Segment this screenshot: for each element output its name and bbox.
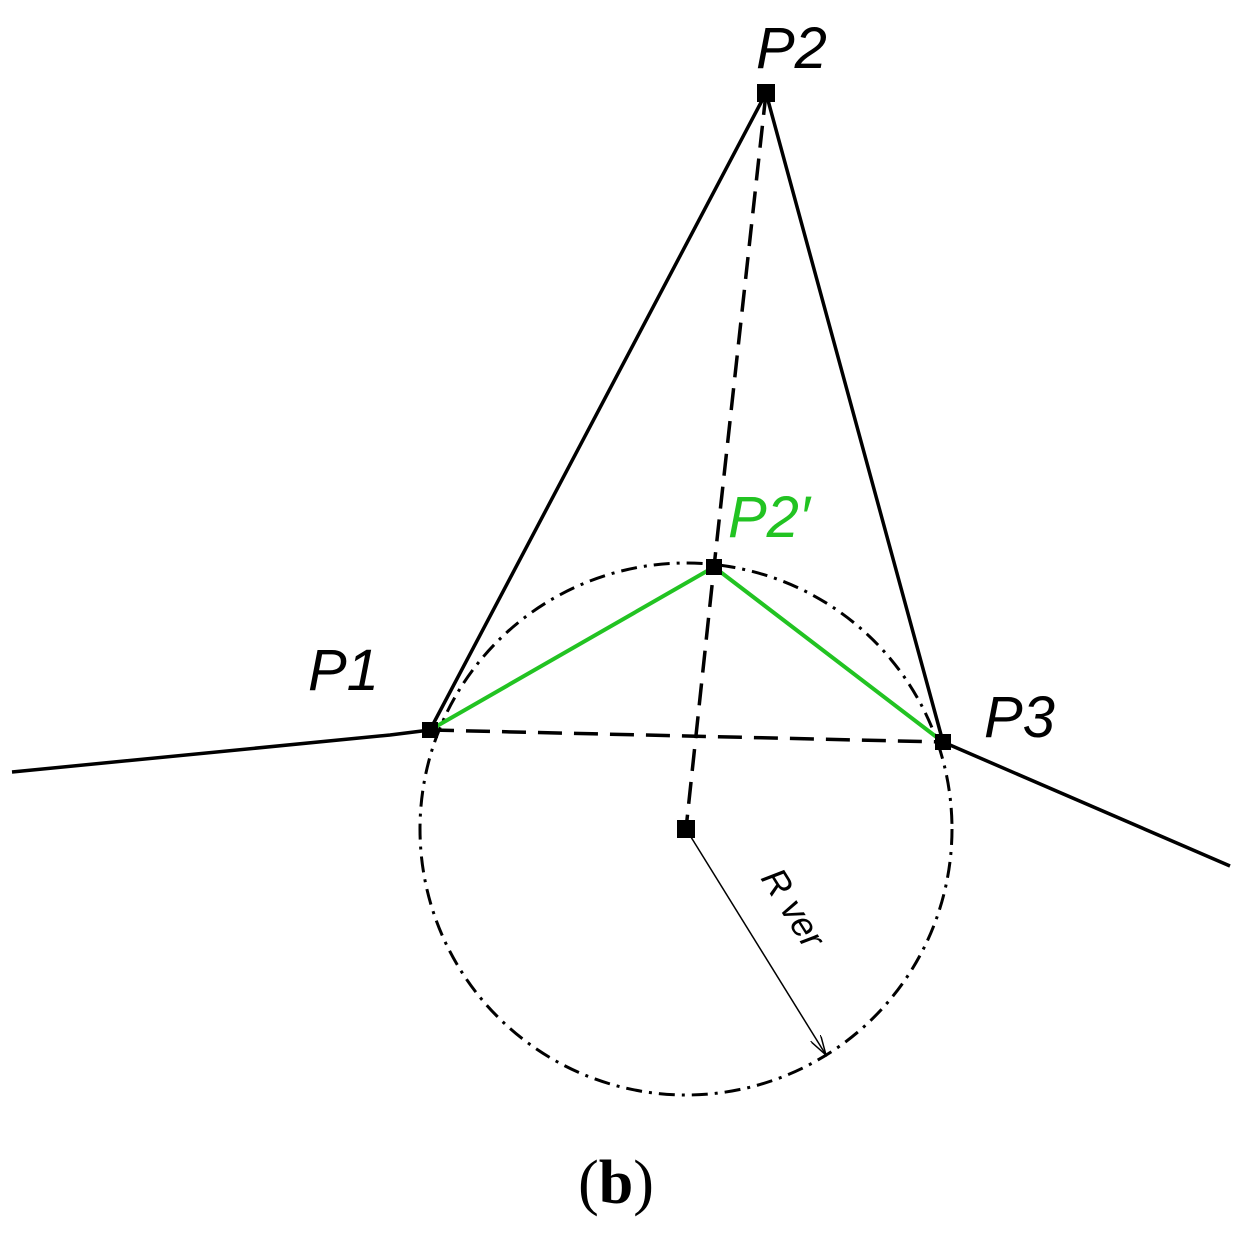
incoming-alignment-line [11, 728, 431, 774]
point-marker-p3 [935, 734, 951, 750]
radius-arrow [685, 828, 826, 1055]
label-radius: R ver [753, 861, 834, 957]
outgoing-alignment-line [942, 740, 1231, 868]
center-marker [677, 820, 695, 838]
label-p2-prime: P2′ [728, 485, 812, 550]
caption-close-paren: ) [633, 1149, 654, 1217]
figure-caption: (b) [578, 1149, 654, 1217]
label-p1: P1 [308, 638, 379, 703]
bisector-p2-center [684, 92, 768, 830]
point-marker-p2 [757, 84, 775, 102]
label-p2: P2 [756, 16, 827, 81]
vertical-curve-circle [418, 561, 954, 1097]
tangent-p2-p3 [764, 92, 945, 743]
caption-open-paren: ( [578, 1149, 599, 1217]
chord-p1-p3 [429, 728, 944, 744]
caption-letter: b [599, 1149, 633, 1217]
point-marker-p2-prime [706, 559, 722, 575]
label-p3: P3 [984, 685, 1055, 750]
tangent-p1-p2 [428, 92, 768, 731]
adjusted-polygon [429, 564, 945, 744]
point-marker-p1 [422, 722, 438, 738]
